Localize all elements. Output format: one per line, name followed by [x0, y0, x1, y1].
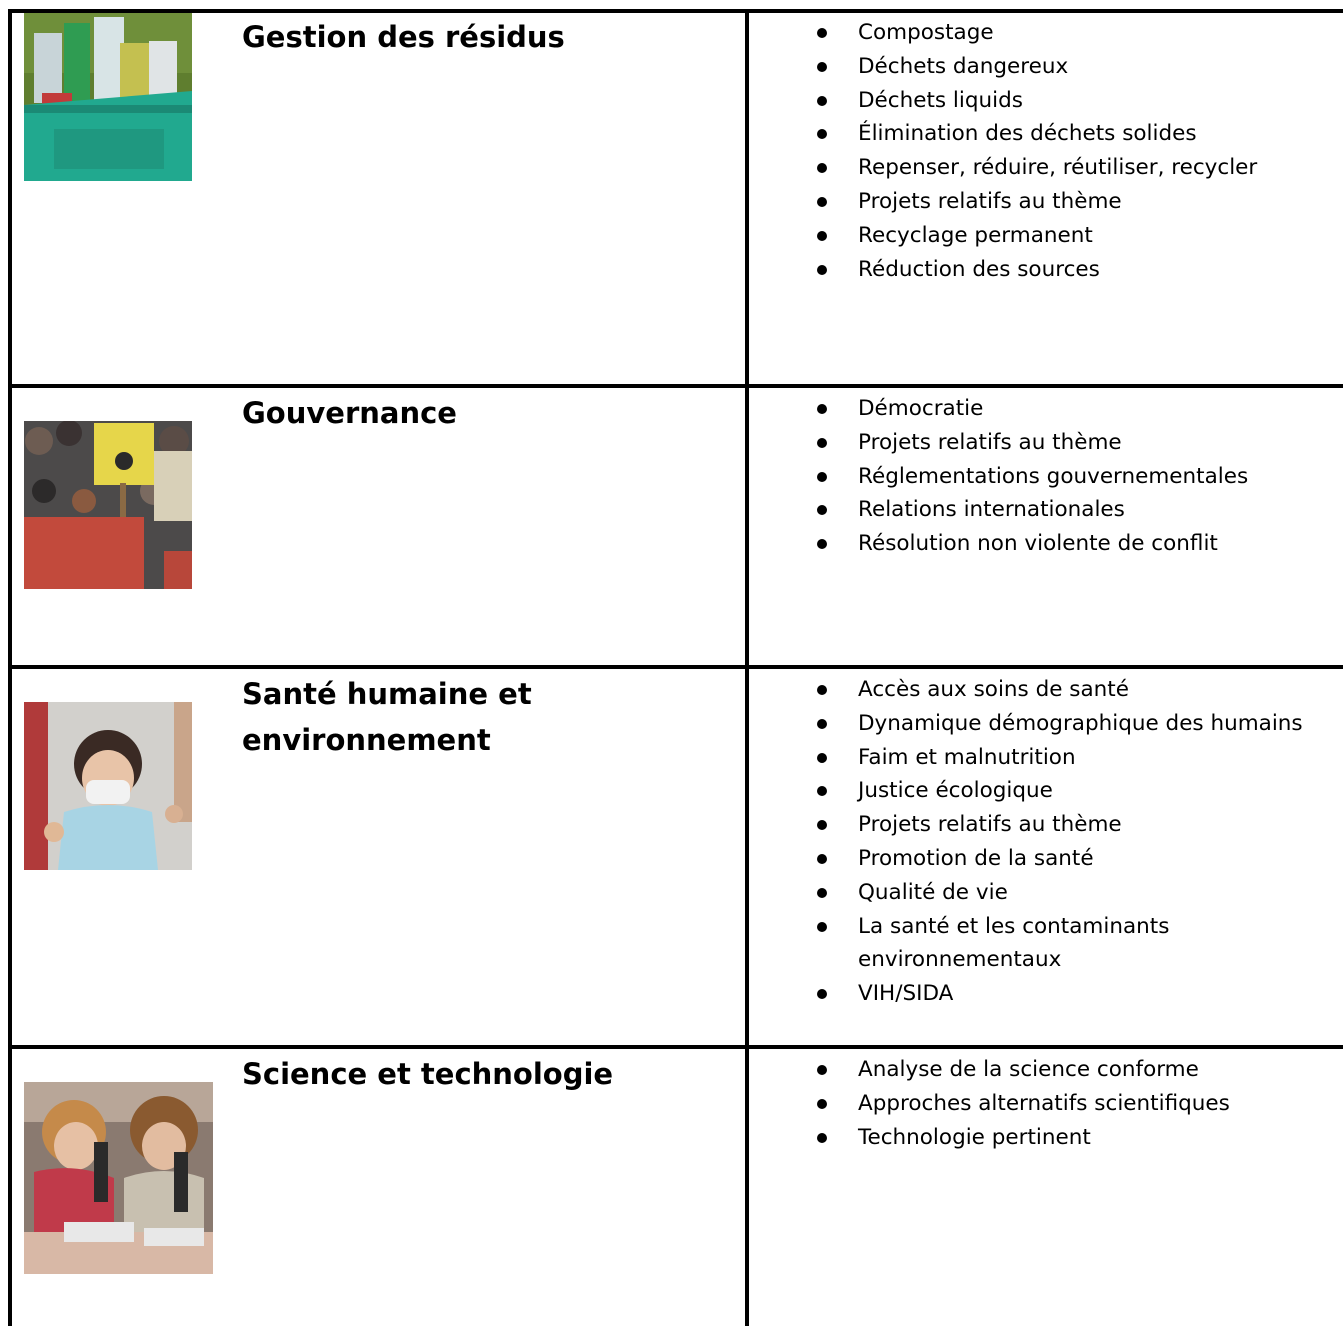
topic-list: Compostage Déchets dangereux Déchets liq…: [800, 16, 1340, 286]
list-item: Promotion de la santé: [800, 842, 1340, 876]
list-item: Repenser, réduire, réutiliser, recycler: [800, 151, 1340, 185]
students-microscopes-photo-icon: [24, 1082, 213, 1274]
list-item: Technologie pertinent: [800, 1121, 1340, 1155]
bullet-icon: [817, 1098, 827, 1109]
bullet-icon: [817, 230, 827, 241]
list-item: Projets relatifs au thème: [800, 185, 1340, 219]
recycling-bin-photo-icon: [24, 13, 192, 181]
table-row: Gestion des résidus Compostage Déchets d…: [0, 0, 1343, 385]
bullet-icon: [817, 28, 827, 38]
list-item: Déchets dangereux: [800, 50, 1340, 84]
bullet-icon: [817, 820, 827, 831]
topic-list: Accès aux soins de santé Dynamique démog…: [800, 673, 1340, 1011]
table-row-divider-3: [8, 1045, 1343, 1049]
row-title: Gouvernance: [242, 396, 457, 430]
bullet-icon: [817, 264, 827, 275]
list-item: Réglementations gouvernementales: [800, 460, 1340, 494]
list-item: Compostage: [800, 16, 1340, 50]
list-item: Recyclage permanent: [800, 219, 1340, 253]
table-row-divider-1: [8, 384, 1343, 388]
bullet-icon: [817, 196, 827, 207]
row-title: Gestion des résidus: [242, 20, 565, 54]
bullet-icon: [817, 887, 827, 898]
list-item: Réduction des sources: [800, 253, 1340, 287]
list-item: La santé et les contaminants environneme…: [800, 910, 1228, 978]
list-item: Approches alternatifs scientifiques: [800, 1087, 1340, 1121]
bullet-icon: [817, 786, 827, 797]
bullet-icon: [817, 921, 827, 932]
bullet-icon: [817, 404, 827, 414]
list-item: Projets relatifs au thème: [800, 808, 1340, 842]
child-with-mask-photo-icon: [24, 702, 192, 870]
list-item: Qualité de vie: [800, 876, 1340, 910]
bullet-icon: [817, 129, 827, 140]
table-row: Santé humaine et environnement Accès aux…: [24, 673, 1340, 1011]
bullet-icon: [817, 718, 827, 729]
list-item: VIH/SIDA: [800, 977, 1340, 1011]
topic-list: Analyse de la science conforme Approches…: [800, 1053, 1340, 1154]
list-item: Relations internationales: [800, 493, 1340, 527]
list-item: Justice écologique: [800, 774, 1340, 808]
list-item: Démocratie: [800, 392, 1340, 426]
list-item: Analyse de la science conforme: [800, 1053, 1340, 1087]
bullet-icon: [817, 505, 827, 516]
list-item: Résolution non violente de conflit: [800, 527, 1340, 561]
list-item: Accès aux soins de santé: [800, 673, 1340, 707]
bullet-icon: [817, 471, 827, 482]
list-item: Projets relatifs au thème: [800, 426, 1340, 460]
table-row-divider-2: [8, 665, 1343, 669]
bullet-icon: [817, 95, 827, 106]
bullet-icon: [817, 163, 827, 174]
table-row: Gouvernance Démocratie Projets relatifs …: [24, 392, 1340, 589]
row-title: Science et technologie: [242, 1057, 614, 1091]
table-border-top: [8, 9, 1343, 13]
list-item: Élimination des déchets solides: [800, 117, 1340, 151]
row-title: Santé humaine et environnement: [242, 677, 532, 757]
bullet-icon: [817, 685, 827, 695]
bullet-icon: [817, 1132, 827, 1143]
bullet-icon: [817, 437, 827, 448]
bullet-icon: [817, 539, 827, 550]
topic-list: Démocratie Projets relatifs au thème Rég…: [800, 392, 1340, 561]
bullet-icon: [817, 989, 827, 1000]
bullet-icon: [817, 853, 827, 864]
list-item: Déchets liquids: [800, 84, 1340, 118]
list-item: Dynamique démographique des humains: [800, 707, 1340, 741]
protest-crowd-photo-icon: [24, 421, 192, 589]
bullet-icon: [817, 61, 827, 72]
list-item: Faim et malnutrition: [800, 741, 1340, 775]
bullet-icon: [817, 752, 827, 763]
bullet-icon: [817, 1065, 827, 1075]
